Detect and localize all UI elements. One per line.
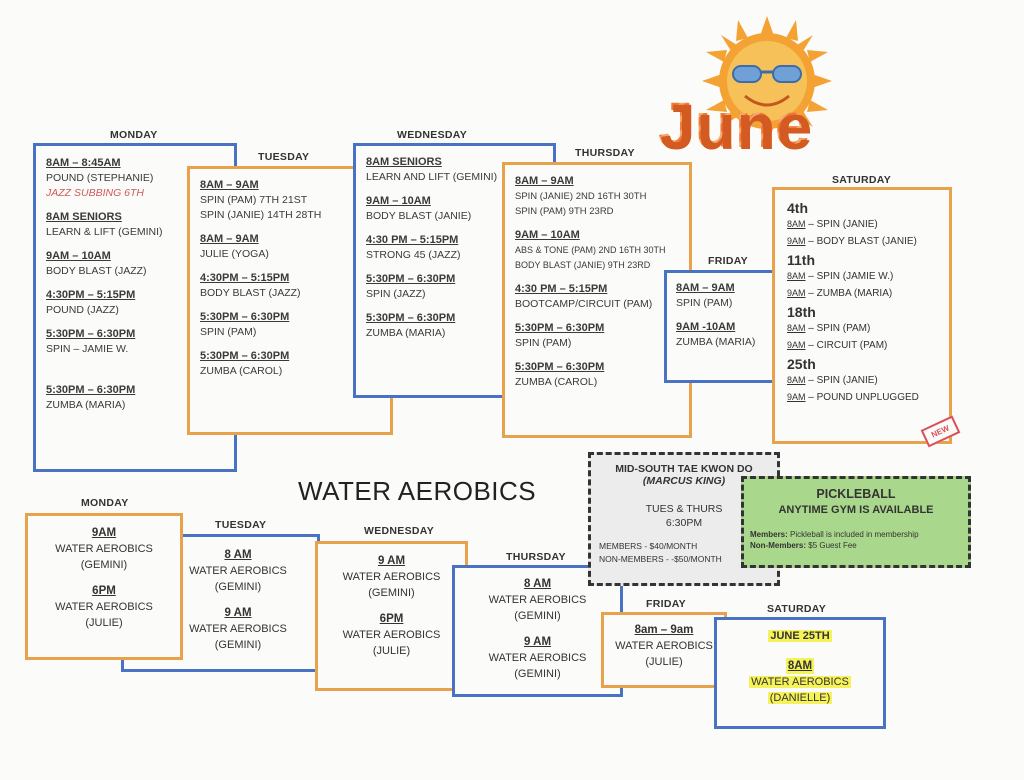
water-tuesday-label: TUESDAY [215, 519, 267, 531]
water-wednesday-label: WEDNESDAY [364, 525, 434, 537]
pickleball-box: PICKLEBALL ANYTIME GYM IS AVAILABLE Memb… [741, 476, 971, 568]
fitness-friday-label: FRIDAY [708, 255, 748, 267]
fitness-tuesday-label: TUESDAY [258, 151, 310, 163]
taekwondo-instructor: (MARCUS KING) [642, 475, 726, 487]
saturday-week: 11th 8AM – SPIN (JAMIE W.) 9AM – ZUMBA (… [787, 252, 894, 299]
water-thursday-label: THURSDAY [506, 551, 566, 563]
water-saturday-date: JUNE 25TH [768, 630, 832, 642]
saturday-week: 18th 8AM – SPIN (PAM) 9AM – CIRCUIT (PAM… [787, 304, 888, 351]
taekwondo-nonmembers-price: NON-MEMBERS - -$50/MONTH [599, 554, 722, 564]
water-friday-label: FRIDAY [646, 598, 686, 610]
saturday-week: 4th 8AM – SPIN (JANIE) 9AM – BODY BLAST … [787, 200, 917, 247]
pickleball-nonmembers: Non-Members: $5 Guest Fee [750, 541, 857, 550]
fitness-wednesday-label: WEDNESDAY [397, 129, 467, 141]
fitness-saturday-label: SATURDAY [832, 174, 891, 186]
sun-logo [700, 14, 835, 149]
taekwondo-members-price: MEMBERS - $40/MONTH [599, 541, 698, 551]
water-aerobics-title: WATER AEROBICS [298, 476, 537, 506]
month-title: June [658, 89, 812, 161]
taekwondo-time: 6:30PM [665, 517, 703, 529]
fitness-monday-label: MONDAY [110, 129, 158, 141]
saturday-week: 25th 8AM – SPIN (JANIE) 9AM – POUND UNPL… [787, 356, 919, 403]
water-class: 8AM WATER AEROBICS (DANIELLE) [749, 658, 851, 704]
pickleball-members: Members: Pickleball is included in membe… [750, 530, 919, 539]
water-saturday-box: JUNE 25TH 8AM WATER AEROBICS (DANIELLE) [714, 617, 886, 729]
fitness-saturday-box: 4th 8AM – SPIN (JANIE) 9AM – BODY BLAST … [772, 187, 952, 444]
taekwondo-title: MID-SOUTH TAE KWON DO [615, 463, 753, 475]
taekwondo-days: TUES & THURS [645, 503, 723, 515]
pickleball-title: PICKLEBALL [816, 487, 896, 501]
pickleball-subtitle: ANYTIME GYM IS AVAILABLE [778, 504, 934, 516]
water-saturday-label: SATURDAY [767, 603, 826, 615]
water-monday-label: MONDAY [81, 497, 129, 509]
fitness-thursday-label: THURSDAY [575, 147, 635, 159]
